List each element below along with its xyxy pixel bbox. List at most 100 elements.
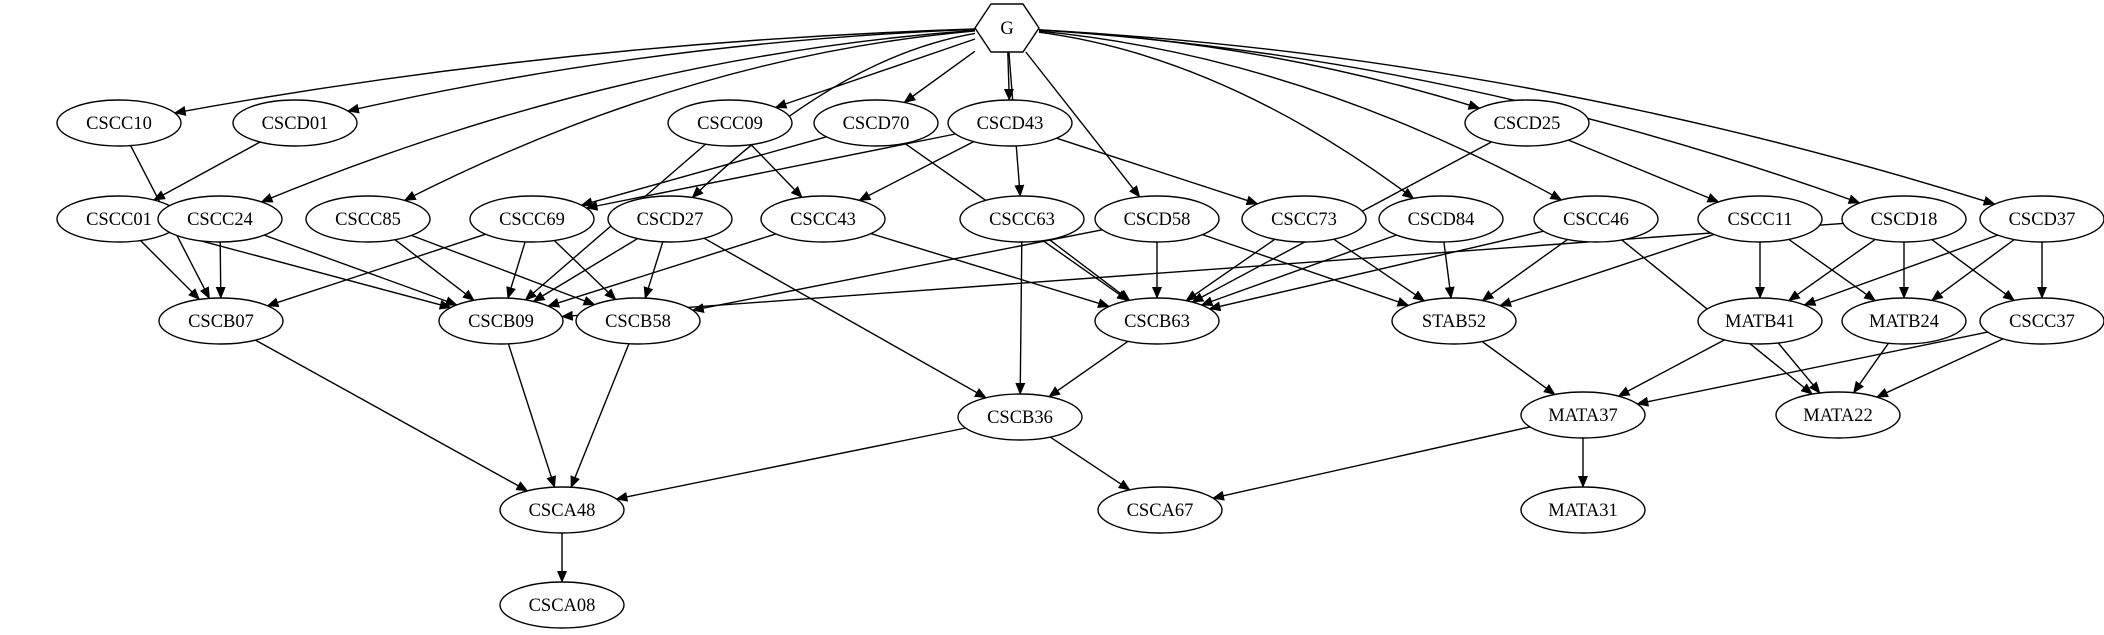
- edge-cscd27-to-cscb09: [532, 238, 638, 302]
- edge-g-to-cscc09: [774, 38, 976, 109]
- node-cscb58[interactable]: CSCB58: [575, 297, 701, 345]
- node-label: CSCD70: [843, 114, 910, 134]
- edge-g-to-cscc10: [173, 28, 976, 116]
- node-ellipse-shape: [1520, 486, 1646, 534]
- edge-cscc85-to-cscb09: [394, 239, 475, 301]
- node-cscc43[interactable]: CSCC43: [760, 195, 886, 243]
- node-cscc09[interactable]: CSCC09: [667, 99, 793, 147]
- node-ellipse-shape: [232, 99, 358, 147]
- node-ellipse-shape: [1841, 195, 1967, 243]
- edge-mata37-to-csca67: [1212, 426, 1531, 501]
- edge-g-to-cscd70: [903, 50, 976, 104]
- node-label: MATB24: [1869, 312, 1939, 332]
- node-cscd37[interactable]: CSCD37: [1979, 195, 2104, 243]
- edge-cscc24-to-cscb09: [264, 234, 458, 306]
- node-ellipse-shape: [607, 195, 733, 243]
- node-ellipse-shape: [499, 581, 625, 629]
- node-cscc37[interactable]: CSCC37: [1979, 297, 2104, 345]
- node-label: CSCC24: [187, 210, 253, 230]
- edge-stab52-to-mata37: [1481, 340, 1556, 396]
- node-ellipse-shape: [1241, 195, 1367, 243]
- node-ellipse-shape: [1378, 195, 1504, 243]
- node-mata31[interactable]: MATA31: [1520, 486, 1646, 534]
- node-cscb63[interactable]: CSCB63: [1094, 297, 1220, 345]
- edge-cscb09-to-csca48: [507, 343, 556, 489]
- node-mata22[interactable]: MATA22: [1775, 391, 1901, 439]
- node-label: CSCC73: [1271, 210, 1337, 230]
- nodes-layer: G CSCC10 CSCD01 CSCC09 CSCD70 CSCD43 CSCD25CSC…: [56, 3, 2104, 629]
- node-label: MATA31: [1548, 501, 1617, 521]
- node-g[interactable]: G: [974, 3, 1040, 53]
- node-ellipse-shape: [1464, 99, 1590, 147]
- node-label: CSCD43: [977, 114, 1044, 134]
- node-cscc63[interactable]: CSCC63: [959, 195, 1085, 243]
- node-matb24[interactable]: MATB24: [1841, 297, 1967, 345]
- node-cscd18[interactable]: CSCD18: [1841, 195, 1967, 243]
- node-label: CSCB36: [987, 408, 1053, 428]
- node-cscd01[interactable]: CSCD01: [232, 99, 358, 147]
- node-label: CSCD27: [637, 210, 704, 230]
- node-cscd27[interactable]: CSCD27: [607, 195, 733, 243]
- edge-cscc46-to-cscb63: [1208, 230, 1544, 312]
- node-cscd43[interactable]: CSCD43: [947, 99, 1073, 147]
- node-label: CSCC43: [790, 210, 856, 230]
- node-ellipse-shape: [438, 297, 564, 345]
- edge-cscc85-to-cscb58: [411, 234, 596, 306]
- node-label: CSCC01: [86, 210, 152, 230]
- node-ellipse-shape: [957, 393, 1083, 441]
- edge-cscb63-to-cscb36: [1048, 340, 1129, 398]
- node-label: CSCC69: [499, 210, 565, 230]
- node-cscd70[interactable]: CSCD70: [813, 99, 939, 147]
- node-label: CSCC46: [1563, 210, 1629, 230]
- node-cscc46[interactable]: CSCC46: [1533, 195, 1659, 243]
- edge-cscb58-to-csca48: [570, 343, 630, 489]
- edge-g-to-cscd43: [1003, 51, 1014, 101]
- edge-cscd01-to-cscc01: [153, 141, 261, 201]
- node-csca67[interactable]: CSCA67: [1097, 486, 1223, 534]
- node-label: CSCC11: [1727, 210, 1792, 230]
- node-cscb07[interactable]: CSCB07: [158, 297, 284, 345]
- node-csca48[interactable]: CSCA48: [499, 486, 625, 534]
- edge-cscc11-to-stab52: [1499, 233, 1715, 307]
- node-cscb36[interactable]: CSCB36: [957, 393, 1083, 441]
- node-cscc10[interactable]: CSCC10: [56, 99, 182, 147]
- edge-matb41-to-mata22: [1777, 342, 1821, 394]
- node-ellipse-shape: [158, 297, 284, 345]
- node-ellipse-shape: [305, 195, 431, 243]
- edge-cscd58-to-stab52: [1202, 233, 1410, 307]
- edge-cscd27-to-cscb58: [643, 241, 664, 300]
- node-cscc11[interactable]: CSCC11: [1697, 195, 1823, 243]
- edge-cscd25-to-cscc11: [1568, 139, 1720, 203]
- node-ellipse-shape: [1841, 297, 1967, 345]
- edge-cscb36-to-csca67: [1049, 436, 1131, 491]
- node-cscc01[interactable]: CSCC01: [56, 195, 182, 243]
- node-ellipse-shape: [947, 99, 1073, 147]
- node-cscd84[interactable]: CSCD84: [1378, 195, 1504, 243]
- node-label: MATB41: [1725, 312, 1795, 332]
- node-cscd25[interactable]: CSCD25: [1464, 99, 1590, 147]
- node-label: CSCD58: [1124, 210, 1191, 230]
- edge-cscc01-to-cscb07: [140, 240, 201, 301]
- edge-cscd37-to-matb41: [1803, 234, 1998, 306]
- node-matb41[interactable]: MATB41: [1697, 297, 1823, 345]
- node-cscc69[interactable]: CSCC69: [469, 195, 595, 243]
- node-cscc24[interactable]: CSCC24: [157, 195, 283, 243]
- node-ellipse-shape: [499, 486, 625, 534]
- node-cscc85[interactable]: CSCC85: [305, 195, 431, 243]
- node-cscd58[interactable]: CSCD58: [1094, 195, 1220, 243]
- node-ellipse-shape: [1094, 195, 1220, 243]
- node-mata37[interactable]: MATA37: [1520, 391, 1646, 439]
- node-cscc73[interactable]: CSCC73: [1241, 195, 1367, 243]
- node-ellipse-shape: [157, 195, 283, 243]
- node-label: CSCC10: [86, 114, 152, 134]
- edge-cscd27-to-cscb36: [703, 237, 987, 399]
- edge-cscc46-to-stab52: [1481, 238, 1569, 302]
- edge-cscd43-to-cscc43: [858, 140, 975, 202]
- edge-cscc01-to-cscb09: [169, 231, 452, 310]
- node-label: CSCC37: [2009, 312, 2075, 332]
- node-csca08[interactable]: CSCA08: [499, 581, 625, 629]
- node-cscb09[interactable]: CSCB09: [438, 297, 564, 345]
- node-label: CSCA08: [529, 596, 596, 616]
- node-stab52[interactable]: STAB52: [1391, 297, 1517, 345]
- node-ellipse-shape: [1697, 195, 1823, 243]
